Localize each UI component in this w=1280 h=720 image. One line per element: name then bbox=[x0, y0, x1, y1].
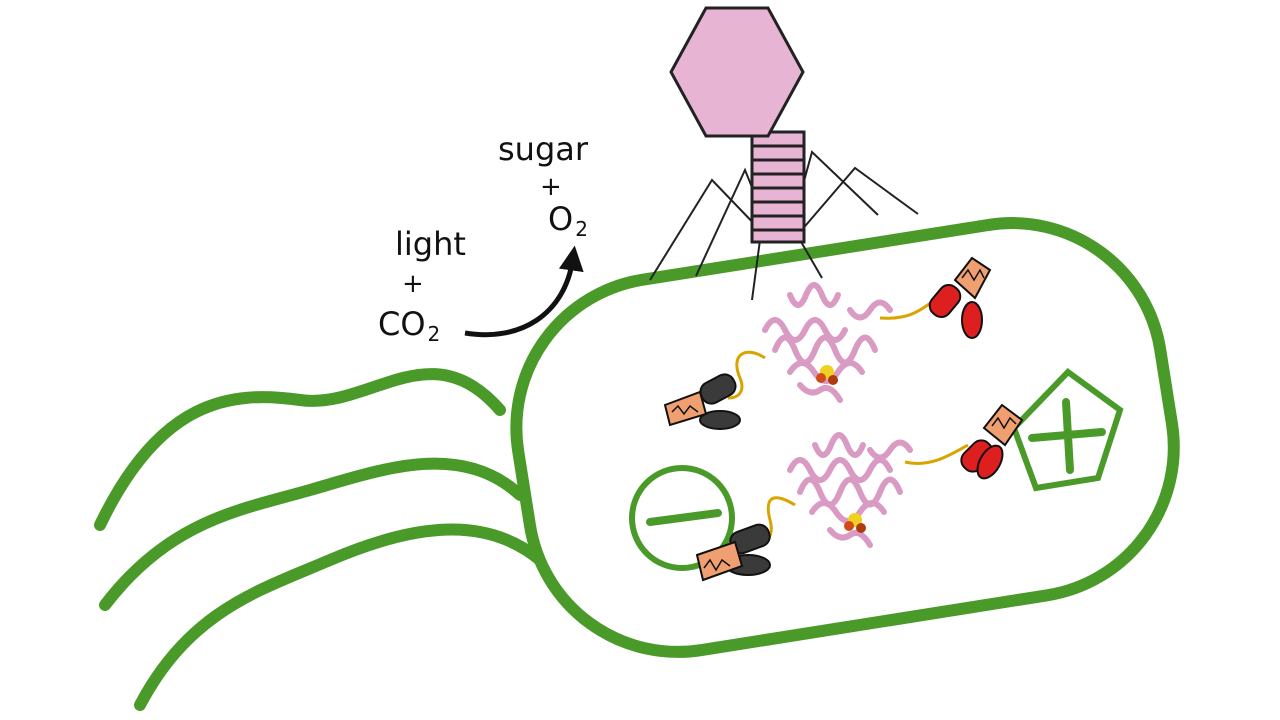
alligator-clip-icon bbox=[663, 373, 741, 430]
flagellum-middle bbox=[99, 457, 526, 611]
alligator-clip-icon bbox=[960, 403, 1024, 480]
alligator-clip-icon bbox=[928, 256, 992, 339]
plus-electrode-icon bbox=[1010, 368, 1124, 492]
phage-head bbox=[669, 6, 805, 138]
input-light-text: light bbox=[395, 225, 466, 263]
wire-right-bottom bbox=[904, 443, 969, 465]
minus-electrode-icon bbox=[629, 465, 735, 571]
output-plus-text: + bbox=[540, 172, 562, 202]
flagella bbox=[94, 368, 546, 711]
reaction-arrow bbox=[464, 245, 584, 338]
wire-left-top bbox=[727, 350, 766, 400]
phage-icon bbox=[649, 6, 919, 301]
input-plus-text: + bbox=[402, 269, 424, 299]
flagellum-top bbox=[94, 368, 506, 531]
protein-assembly-bottom bbox=[751, 432, 969, 548]
alligator-clip-icon bbox=[695, 523, 771, 582]
protein-icon bbox=[787, 432, 913, 548]
protein-icon bbox=[762, 282, 893, 403]
output-sugar-text: sugar bbox=[498, 130, 589, 168]
flagellum-bottom bbox=[134, 523, 546, 711]
